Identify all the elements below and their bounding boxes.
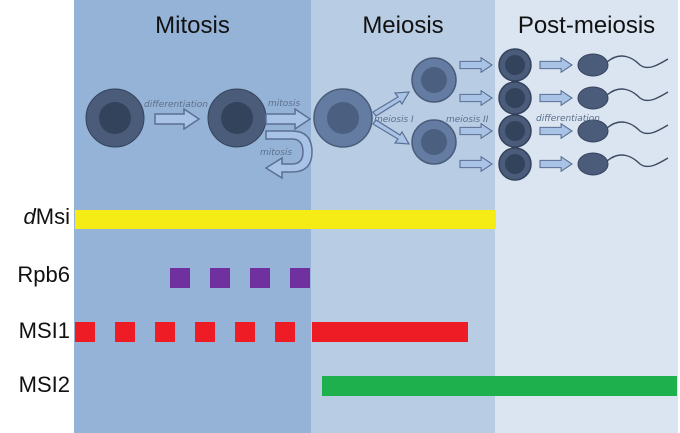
msi1-bar (312, 322, 468, 342)
phase-title-meiosis: Meiosis (362, 12, 444, 39)
phase-title-post-meiosis: Post-meiosis (517, 12, 656, 39)
row-label-dmsi-text: Msi (35, 204, 70, 229)
rpb6-dash (250, 268, 270, 288)
secondary-spermatocyte-icon (411, 119, 457, 165)
spermatid-icon (498, 147, 532, 181)
meiosis-ii-arrow-icon (459, 57, 493, 73)
spermatid-icon (498, 81, 532, 115)
msi1-dash (195, 322, 215, 342)
sperm-icon (577, 53, 669, 77)
meiosis-ii-arrow-icon (459, 90, 493, 106)
rpb6-dash (290, 268, 310, 288)
spermatid-icon (498, 48, 532, 82)
caption-differentiation-2: differentiation (536, 114, 600, 124)
meiosis-ii-arrow-icon (459, 156, 493, 172)
phase-title-mitosis: Mitosis (155, 12, 230, 39)
differentiation-arrow-icon (154, 108, 200, 130)
caption-differentiation-1: differentiation (144, 100, 208, 110)
caption-meiosis-1: meiosis I (374, 115, 414, 125)
row-label-msi1: MSI1 (18, 318, 70, 343)
rpb6-dash (170, 268, 190, 288)
mitosis-loop-arrow-icon (264, 130, 313, 180)
differentiation-arrow-icon (539, 90, 573, 106)
rpb6-dash (210, 268, 230, 288)
msi1-dash (275, 322, 295, 342)
meiosis-arrow-down-icon (372, 119, 411, 145)
sperm-icon (577, 119, 669, 143)
row-label-dmsi-prefix: d (23, 204, 36, 229)
sperm-icon (577, 86, 669, 110)
stem-cell-icon (85, 88, 145, 148)
meiosis-ii-arrow-icon (459, 123, 493, 139)
row-label-msi2: MSI2 (18, 372, 70, 397)
caption-mitosis-forward: mitosis (268, 99, 300, 109)
differentiation-arrow-icon (539, 156, 573, 172)
differentiation-arrow-icon (539, 57, 573, 73)
meiosis-arrow-up-icon (372, 91, 411, 117)
dmsi-bar (75, 210, 496, 229)
row-label-rpb6: Rpb6 (17, 262, 70, 287)
expression-bars (75, 210, 677, 396)
msi1-dash (115, 322, 135, 342)
spermatid-icon (498, 114, 532, 148)
msi1-dash (155, 322, 175, 342)
msi2-bar (322, 376, 677, 396)
sperm-icon (577, 152, 669, 176)
row-label-dmsi: dMsi (0, 204, 70, 230)
mitosis-arrow-icon (265, 108, 311, 130)
caption-mitosis-loop: mitosis (260, 148, 292, 158)
msi1-dash (75, 322, 95, 342)
spermatocyte-cell-icon (313, 88, 373, 148)
differentiation-arrow-icon (539, 123, 573, 139)
secondary-spermatocyte-icon (411, 57, 457, 103)
msi1-dash (235, 322, 255, 342)
caption-meiosis-2: meiosis II (446, 115, 489, 125)
progenitor-cell-icon (207, 88, 267, 148)
